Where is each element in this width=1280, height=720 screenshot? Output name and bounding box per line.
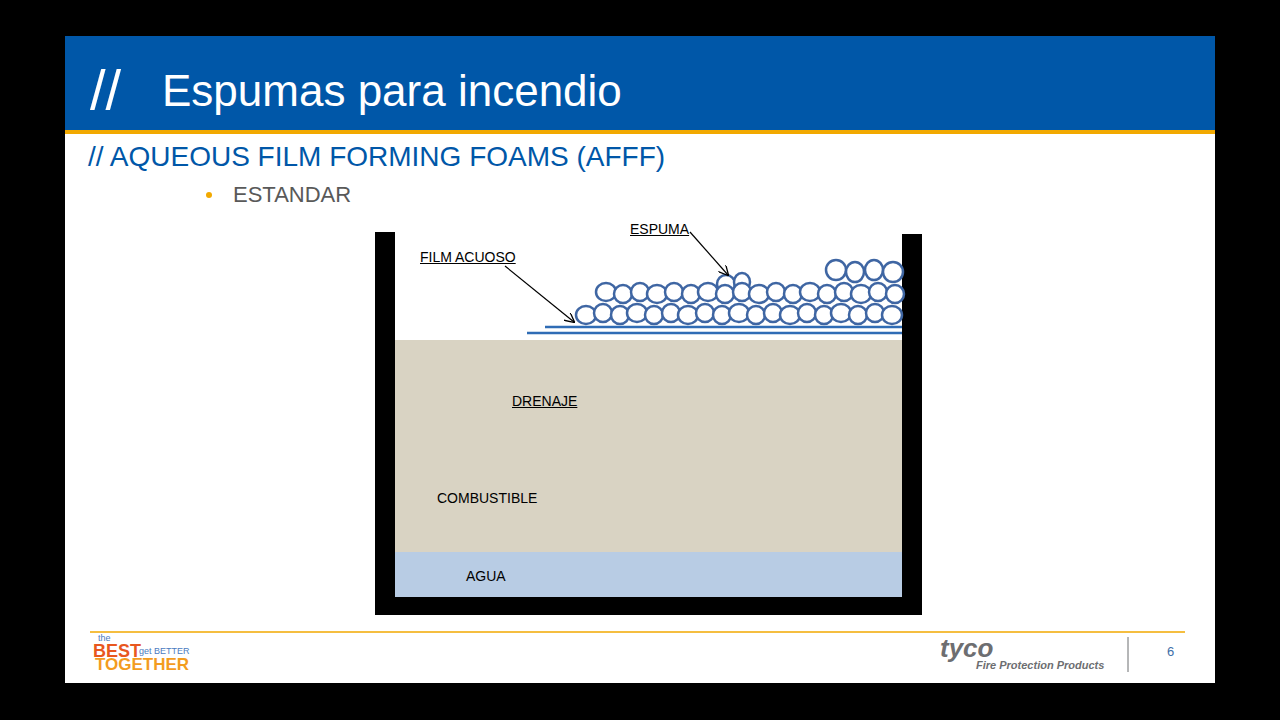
foam-bubble	[865, 260, 883, 280]
header-bar	[65, 36, 1215, 130]
part-label: DRENAJE	[512, 393, 577, 409]
foam-bubble	[886, 285, 904, 303]
foam-bubble	[665, 283, 683, 301]
logo-text: get BETTER	[139, 646, 190, 656]
tank-wall	[375, 232, 395, 615]
slide-subtitle: // AQUEOUS FILM FORMING FOAMS (AFFF)	[88, 141, 665, 173]
part-label: FILM ACUOSO	[420, 249, 516, 265]
foam-bubble	[826, 260, 846, 280]
title-slashes: //	[90, 58, 121, 122]
foam-bubble	[798, 304, 816, 322]
foam-bubble	[767, 283, 785, 301]
foam-bubble	[846, 262, 864, 282]
footer-divider	[1128, 637, 1129, 672]
slide-ground	[65, 36, 1215, 683]
header-rule	[65, 130, 1215, 134]
tank-wall	[902, 234, 922, 615]
band-label: AGUA	[466, 568, 506, 584]
foam-bubbles	[576, 260, 904, 324]
foam-bubble	[818, 285, 836, 303]
page-number: 6	[1167, 645, 1174, 660]
brand-tagline: Fire Protection Products	[976, 659, 1104, 672]
logo-text: TOGETHER	[95, 655, 189, 675]
foam-bubble	[716, 285, 734, 303]
foam-bubble	[614, 285, 632, 303]
leader-line	[690, 232, 728, 275]
foam-bubble	[645, 306, 663, 324]
foam-bubble	[594, 304, 612, 322]
foam-bubble	[747, 306, 765, 324]
band-label: COMBUSTIBLE	[437, 490, 537, 506]
foam-bubble	[869, 283, 887, 301]
bullet-dot	[206, 192, 212, 198]
leader-line	[505, 266, 574, 322]
foam-bubble	[882, 306, 902, 324]
bullet-text: ESTANDAR	[233, 182, 351, 207]
film-line	[527, 332, 902, 335]
foam-bubble	[883, 262, 903, 282]
film-line	[545, 326, 902, 329]
tank-bottom	[375, 597, 922, 615]
water-band: AGUA	[395, 552, 902, 597]
slide-title: Espumas para incendio	[162, 66, 622, 117]
foam-bubble	[696, 304, 714, 322]
foam-bubble	[849, 306, 867, 324]
part-label: ESPUMA	[630, 221, 689, 237]
footer-rule	[90, 631, 1185, 633]
fuel-band: COMBUSTIBLE	[395, 340, 902, 552]
